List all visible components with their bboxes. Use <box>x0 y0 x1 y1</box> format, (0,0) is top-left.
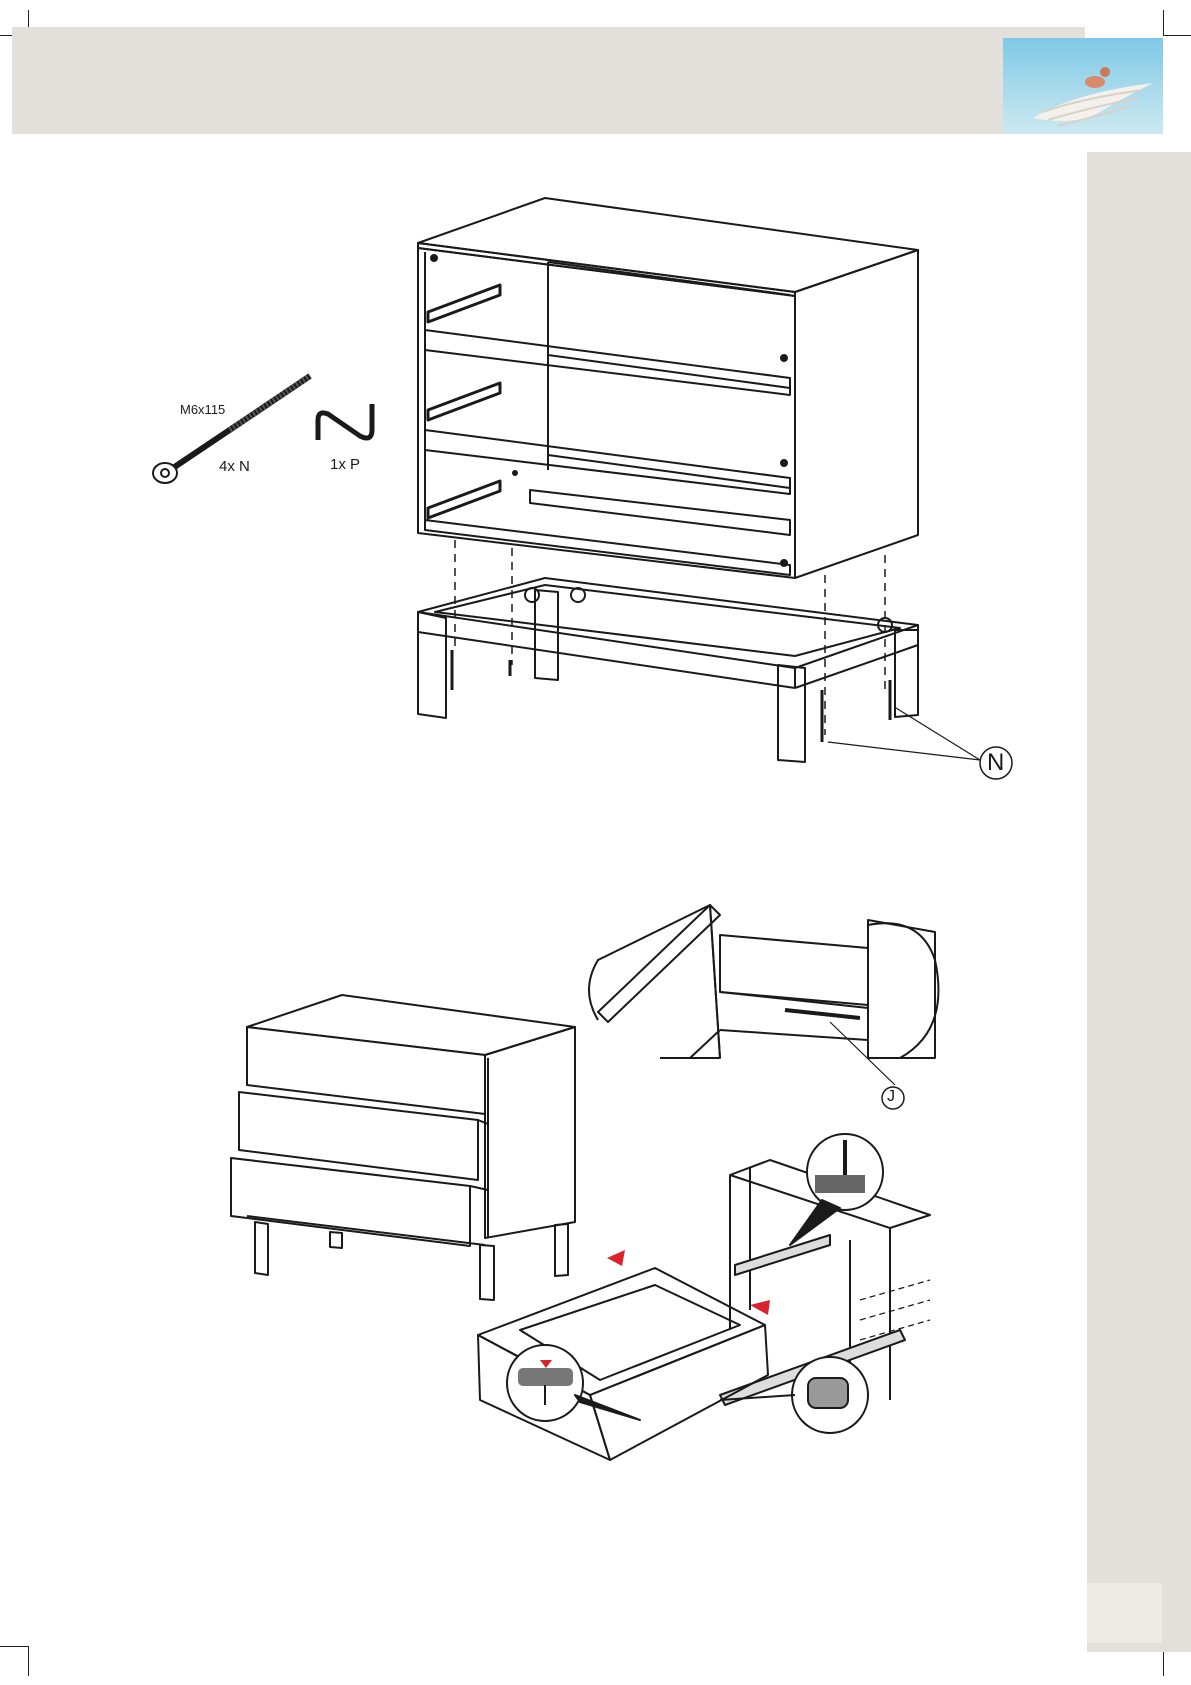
drawer-insertion-illustration <box>0 0 1191 1685</box>
